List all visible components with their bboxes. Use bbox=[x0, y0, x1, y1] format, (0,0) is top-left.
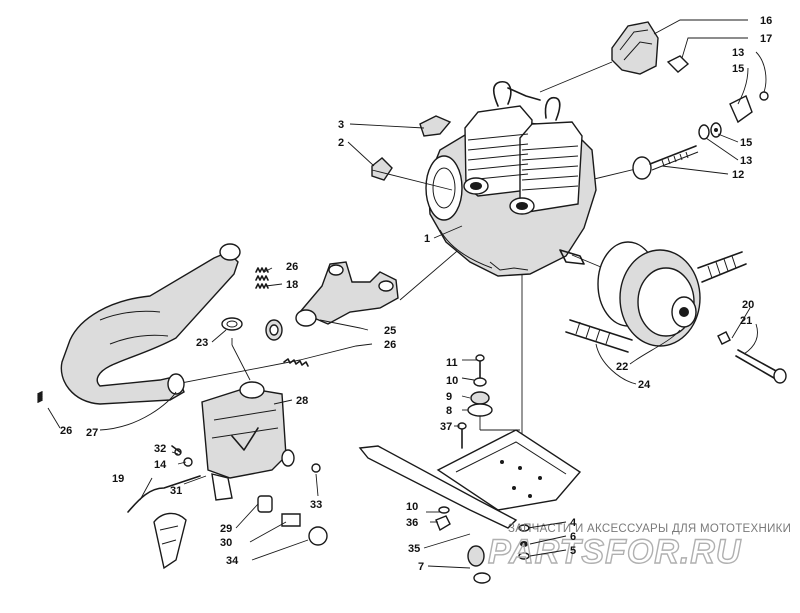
callout-29: 29 bbox=[220, 523, 232, 535]
callout-9: 9 bbox=[446, 391, 452, 403]
callout-17: 17 bbox=[760, 33, 772, 45]
callout-22: 22 bbox=[616, 361, 628, 373]
callout-19: 19 bbox=[112, 473, 124, 485]
callout-13a: 13 bbox=[732, 47, 744, 59]
exhaust-gaskets[interactable] bbox=[221, 317, 283, 341]
callout-33: 33 bbox=[310, 499, 322, 511]
callout-34: 34 bbox=[226, 555, 239, 567]
callout-24: 24 bbox=[638, 379, 651, 391]
callout-4: 4 bbox=[570, 517, 577, 529]
callout-31: 31 bbox=[170, 485, 182, 497]
watermark-logo: PARTSFOR.RU bbox=[488, 533, 742, 571]
heat-shield[interactable] bbox=[127, 475, 201, 570]
clutch-bolt[interactable] bbox=[717, 331, 787, 384]
callout-10a: 10 bbox=[446, 375, 458, 387]
callout-3: 3 bbox=[338, 119, 344, 131]
callout-10b: 10 bbox=[406, 501, 418, 513]
plate-hardware[interactable] bbox=[435, 354, 530, 584]
callout-15a: 15 bbox=[732, 63, 744, 75]
callout-20: 20 bbox=[742, 299, 754, 311]
callout-2: 2 bbox=[338, 137, 344, 149]
watermark: ЗАПЧАСТИ И АКСЕССУАРЫ ДЛЯ МОТОТЕХНИКИ PA… bbox=[487, 523, 791, 572]
engine-mount-strap[interactable] bbox=[371, 115, 452, 181]
callout-12: 12 bbox=[732, 169, 744, 181]
callout-labels: 16 17 13 15 15 13 12 3 2 1 26 18 23 25 2… bbox=[60, 15, 772, 573]
callout-25: 25 bbox=[384, 325, 396, 337]
callout-27: 27 bbox=[86, 427, 98, 439]
drive-clutch[interactable] bbox=[565, 241, 747, 353]
callout-35: 35 bbox=[408, 543, 420, 555]
engine-mount-plate[interactable] bbox=[358, 429, 582, 529]
callout-14: 14 bbox=[154, 459, 167, 471]
callout-23: 23 bbox=[196, 337, 208, 349]
callout-21: 21 bbox=[740, 315, 752, 327]
callout-7: 7 bbox=[418, 561, 424, 573]
callout-26b: 26 bbox=[384, 339, 396, 351]
engine-assembly[interactable] bbox=[425, 80, 597, 277]
watermark-tagline: ЗАПЧАСТИ И АКСЕССУАРЫ ДЛЯ МОТОТЕХНИКИ bbox=[508, 523, 791, 535]
mount-bolt[interactable] bbox=[632, 145, 699, 180]
callout-1: 1 bbox=[424, 233, 430, 245]
callout-8: 8 bbox=[446, 405, 452, 417]
callout-6: 6 bbox=[570, 531, 576, 543]
engine-mount-bracket[interactable] bbox=[611, 21, 690, 75]
muffler[interactable] bbox=[201, 381, 295, 501]
silencer-hardware[interactable] bbox=[171, 445, 328, 546]
callout-28: 28 bbox=[296, 395, 308, 407]
expansion-chamber[interactable] bbox=[60, 243, 241, 405]
exhaust-manifold[interactable] bbox=[295, 261, 399, 327]
callout-32: 32 bbox=[154, 443, 166, 455]
mount-washers[interactable] bbox=[698, 91, 769, 140]
callout-36: 36 bbox=[406, 517, 418, 529]
callout-30: 30 bbox=[220, 537, 232, 549]
callout-13b: 13 bbox=[740, 155, 752, 167]
callout-18: 18 bbox=[286, 279, 298, 291]
callout-leaders bbox=[47, 19, 767, 569]
callout-5: 5 bbox=[570, 545, 576, 557]
callout-15b: 15 bbox=[740, 137, 752, 149]
callout-26a: 26 bbox=[286, 261, 298, 273]
exhaust-springs[interactable] bbox=[37, 267, 309, 403]
callout-26c: 26 bbox=[60, 425, 72, 437]
callout-11: 11 bbox=[446, 357, 458, 369]
callout-16: 16 bbox=[760, 15, 772, 27]
callout-37: 37 bbox=[440, 421, 452, 433]
